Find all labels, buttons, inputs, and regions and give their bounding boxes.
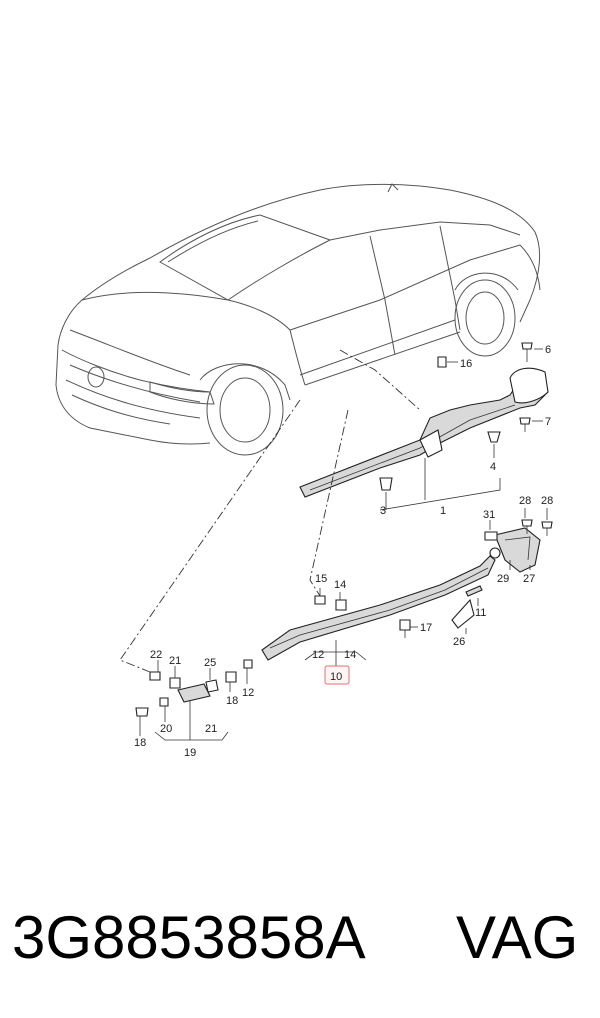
callout-18b: 18 [134, 737, 146, 749]
callout-26: 26 [453, 636, 465, 648]
callout-1: 1 [440, 505, 446, 517]
callout-14b: 14 [344, 649, 356, 661]
callout-7: 7 [545, 416, 551, 428]
sill-trim-panel [299, 367, 549, 498]
callout-28b: 28 [541, 495, 553, 507]
sill-strip [261, 555, 496, 661]
callout-12b: 12 [242, 687, 254, 699]
callout-15: 15 [315, 573, 327, 585]
callout-12a: 12 [312, 649, 324, 661]
rear-bracket [494, 527, 541, 573]
callout-20: 20 [160, 723, 172, 735]
callout-28a: 28 [519, 495, 531, 507]
highlight-box [324, 665, 350, 685]
callout-16: 16 [460, 358, 472, 370]
callouts: 6 16 7 4 3 1 28 28 31 29 27 11 26 17 15 … [134, 344, 553, 759]
callout-17: 17 [420, 622, 432, 634]
parts-diagram: 6 16 7 4 3 1 28 28 31 29 27 11 26 17 15 … [55, 183, 553, 759]
fasteners [135, 342, 553, 717]
callout-31: 31 [483, 509, 495, 521]
part-number: 3G8853858A [12, 904, 366, 971]
brand-label: VAG [456, 904, 579, 971]
callout-11: 11 [475, 607, 486, 619]
callout-6: 6 [545, 344, 551, 356]
callout-3: 3 [380, 505, 386, 517]
callout-27: 27 [523, 573, 535, 585]
callout-29: 29 [497, 573, 509, 585]
callout-21b: 21 [205, 723, 217, 735]
callout-19: 19 [184, 747, 196, 759]
callout-22: 22 [150, 649, 162, 661]
callout-14a: 14 [334, 579, 346, 591]
dash-lines [119, 349, 421, 673]
callout-21a: 21 [169, 655, 181, 667]
leader-lines [139, 348, 548, 741]
callout-25: 25 [204, 657, 216, 669]
callout-18a: 18 [226, 695, 238, 707]
car-illustration [55, 183, 541, 456]
callout-10: 10 [330, 671, 342, 683]
callout-4: 4 [490, 461, 496, 473]
footer: 3G8853858A VAG [0, 888, 600, 988]
